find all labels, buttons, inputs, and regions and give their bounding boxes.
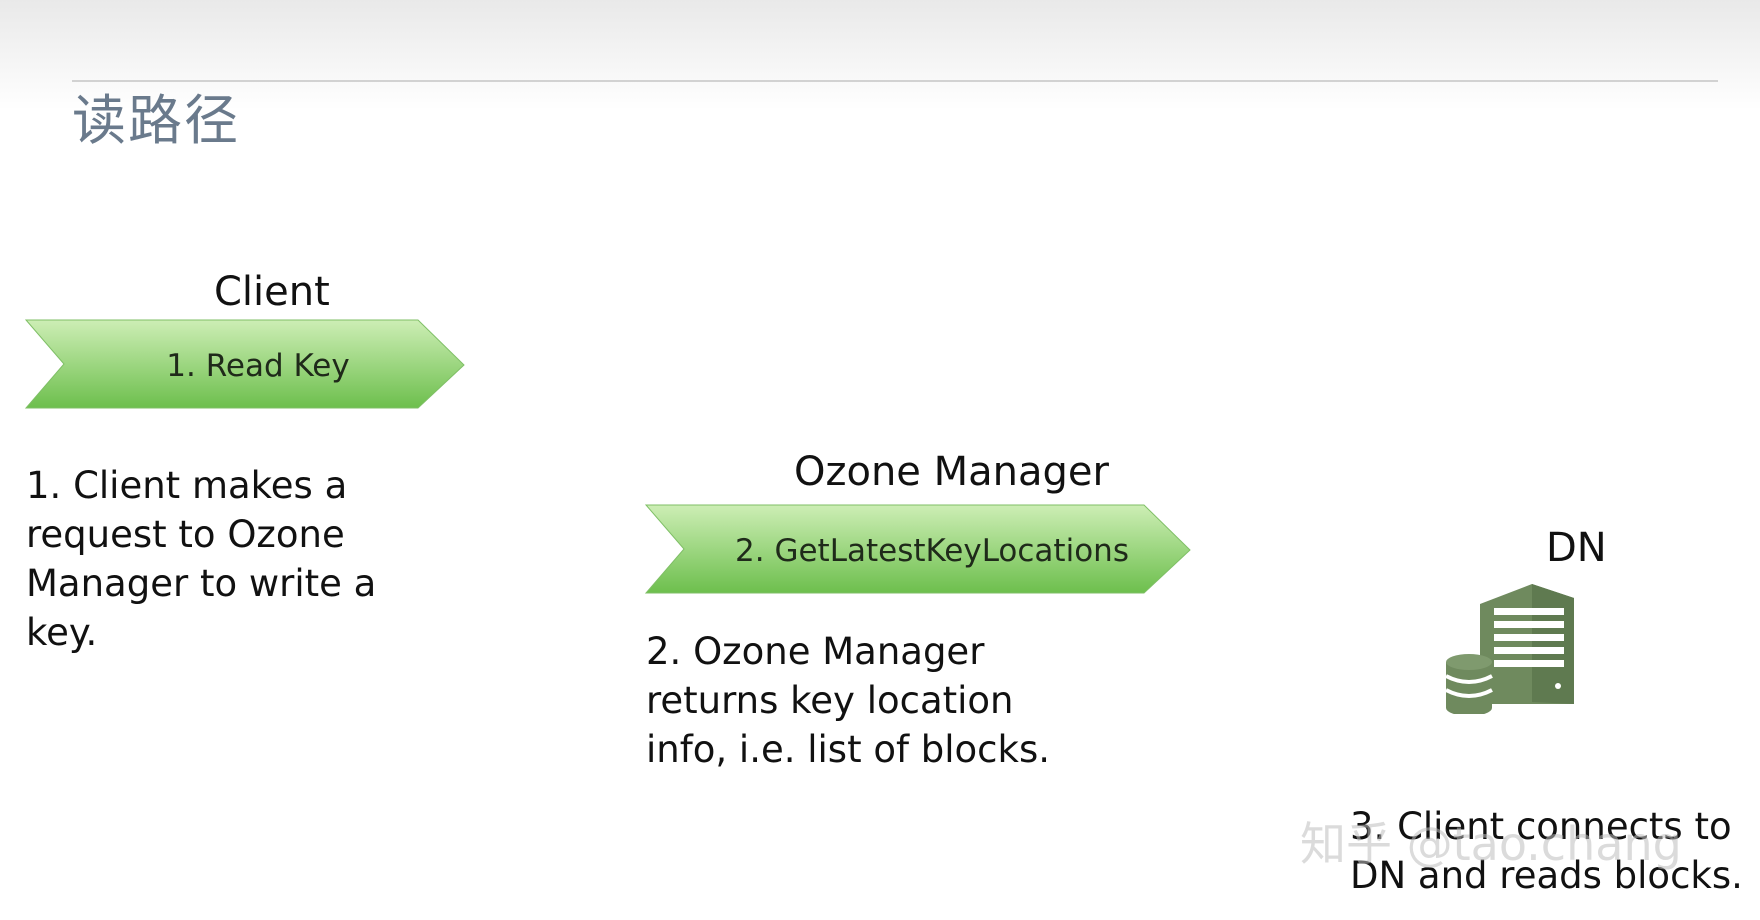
description-line: Manager to write a [26,562,377,605]
step-2-chevron: 2. GetLatestKeyLocations [644,504,1192,595]
actor-ozone-manager-label: Ozone Manager [794,449,1109,495]
slide-title: 读路径 [72,89,240,152]
step-1-chevron-label: 1. Read Key [166,348,349,384]
step-3-description: 3. Client connects to DN and reads block… [1350,802,1743,900]
description-line: key. [26,611,98,654]
slide-header-band [0,0,1760,110]
step-1-chevron: 1. Read Key [24,319,466,410]
description-line: 3. Client connects to [1350,805,1732,848]
description-line: info, i.e. list of blocks. [646,728,1050,771]
header-divider [72,80,1718,82]
step-1-description: 1. Client makes a request to Ozone Manag… [26,461,376,657]
description-line: DN and reads blocks. [1350,854,1743,897]
description-line: returns key location [646,679,1014,722]
actor-client-label: Client [214,269,330,315]
description-line: 1. Client makes a [26,464,348,507]
description-line: 2. Ozone Manager [646,630,985,673]
description-line: request to Ozone [26,513,345,556]
step-2-description: 2. Ozone Manager returns key location in… [646,627,1050,774]
server-database-icon [1440,584,1582,716]
actor-dn-label: DN [1546,525,1607,571]
step-2-chevron-label: 2. GetLatestKeyLocations [735,533,1129,569]
